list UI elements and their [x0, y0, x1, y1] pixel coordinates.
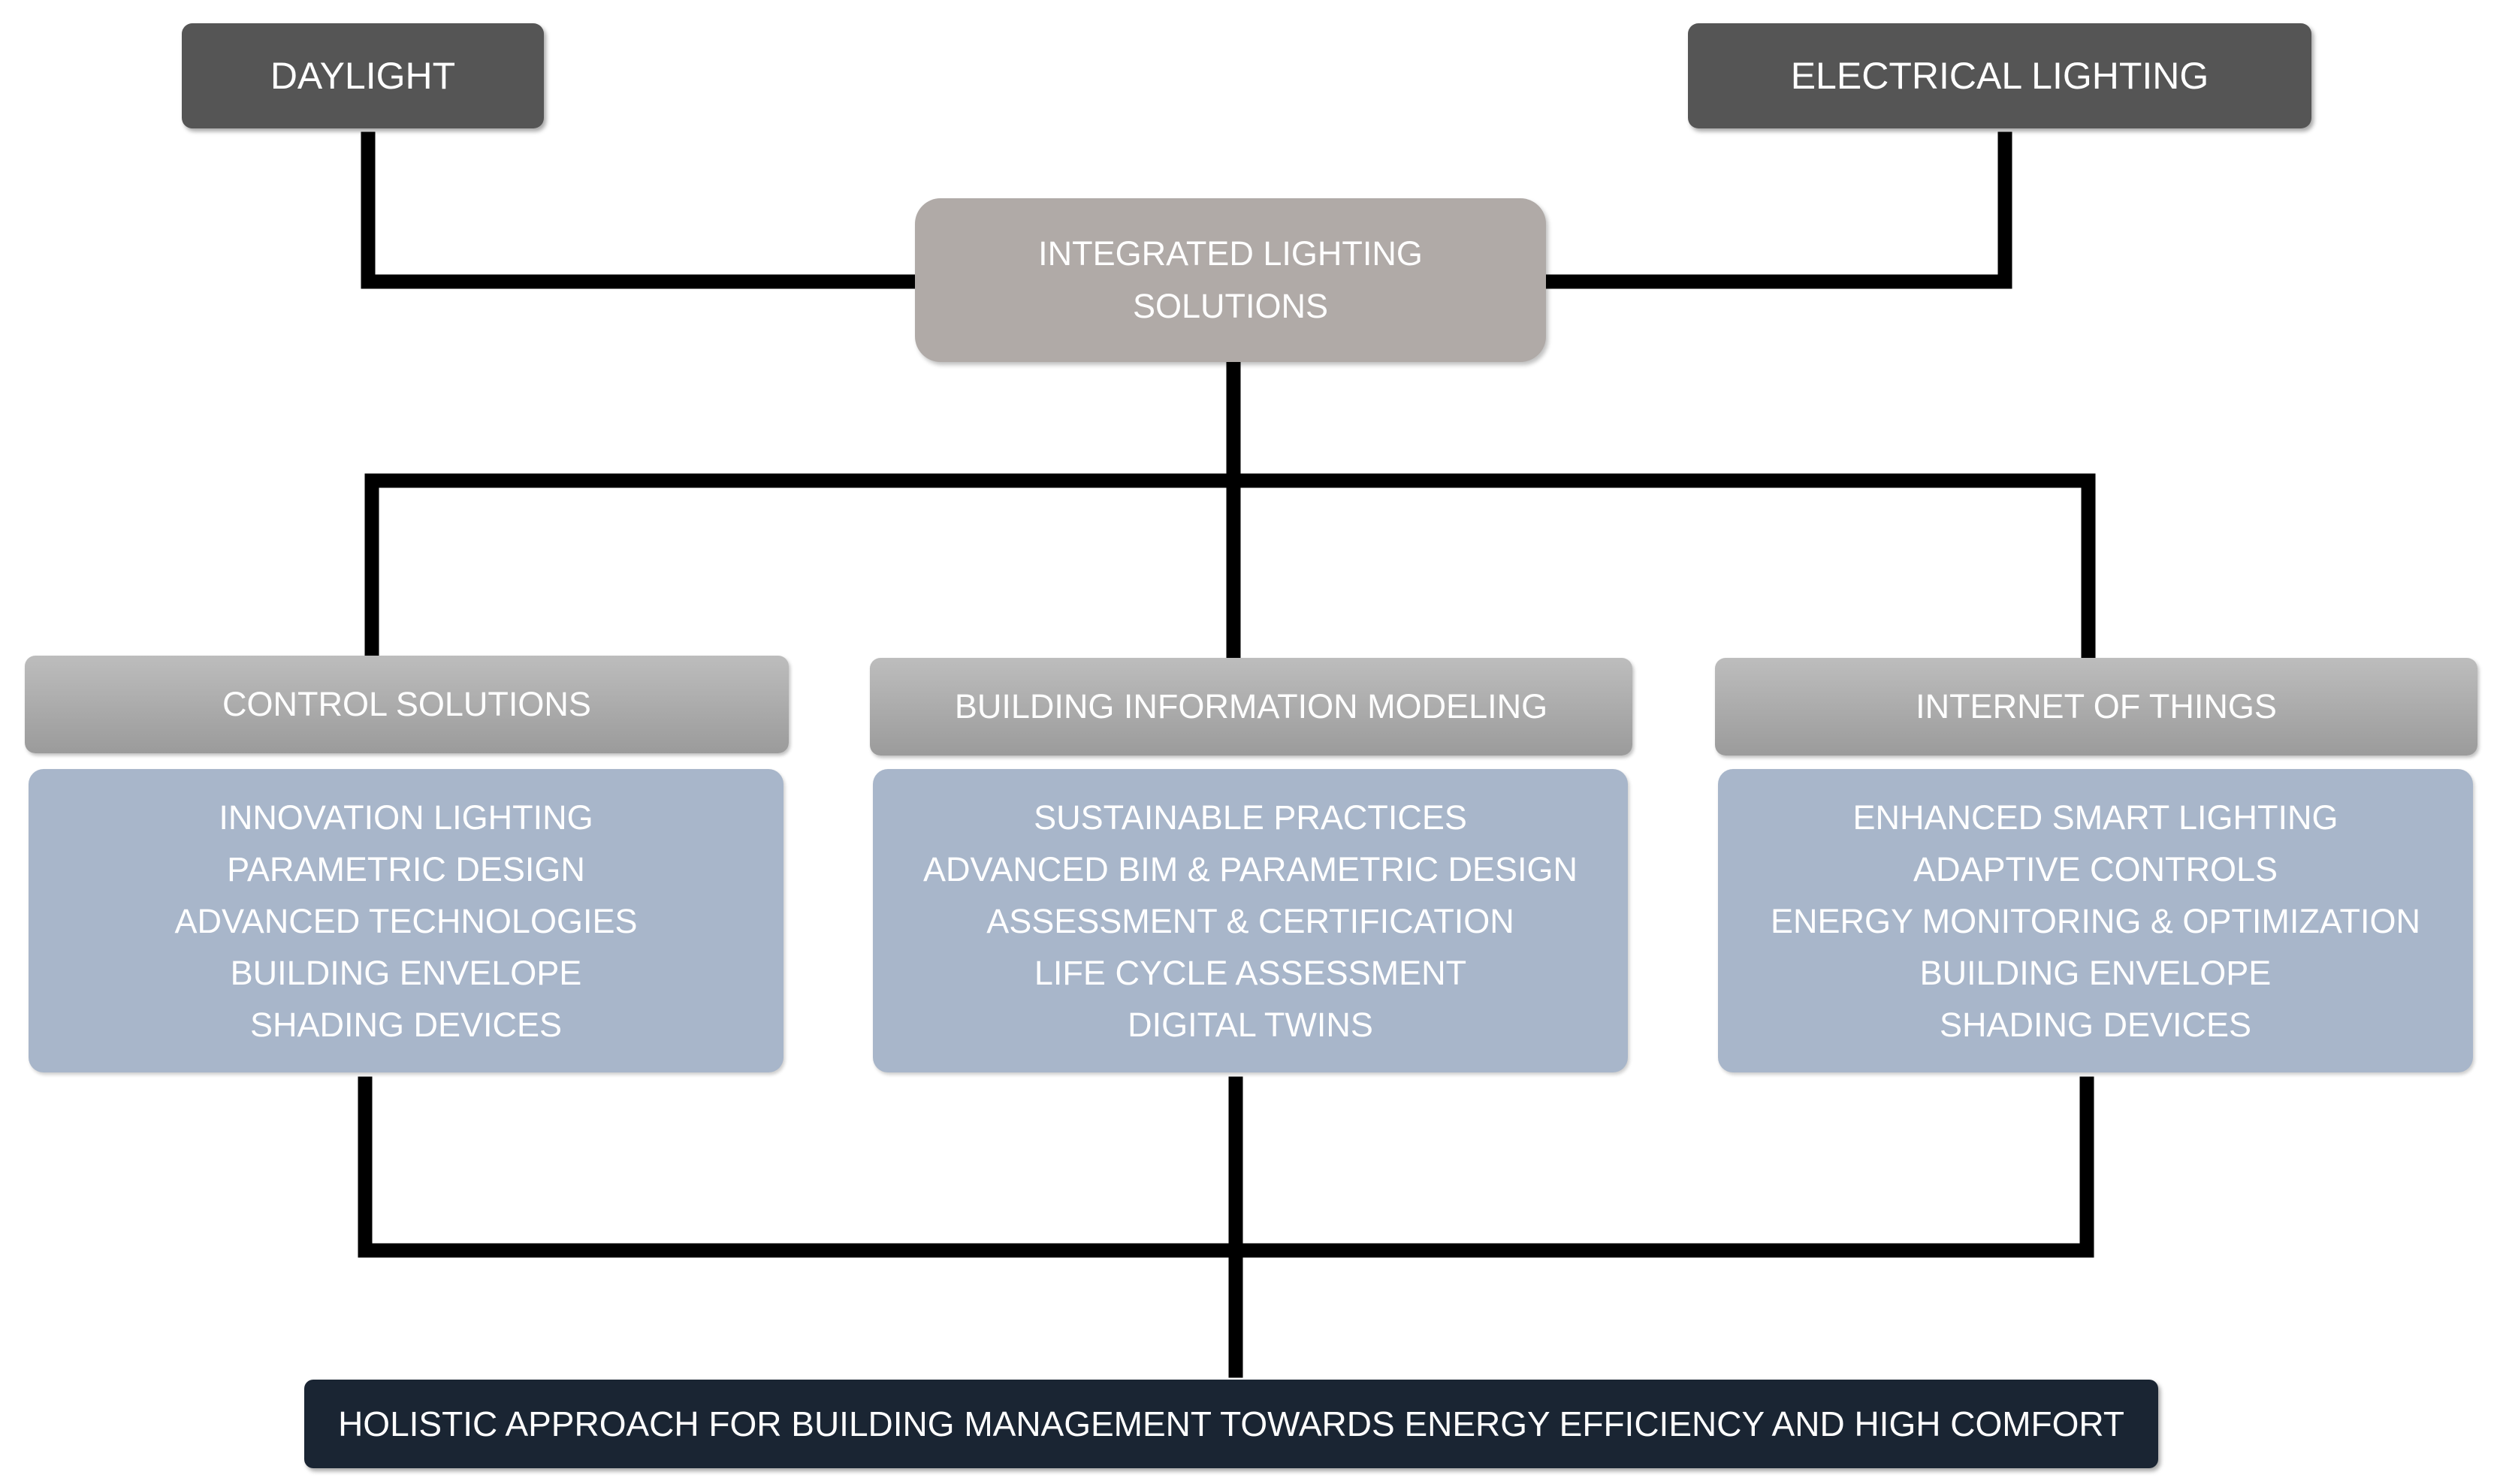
list-item: ASSESSMENT & CERTIFICATION: [986, 901, 1514, 940]
list-item: BUILDING ENVELOPE: [1919, 953, 2272, 992]
bim-list: SUSTAINABLE PRACTICES ADVANCED BIM & PAR…: [873, 769, 1628, 1072]
connector-daylight: [361, 131, 928, 289]
integrated-lighting-line1: INTEGRATED LIGHTING: [1038, 234, 1423, 273]
control-solutions-list: INNOVATION LIGHTING PARAMETRIC DESIGN AD…: [29, 769, 784, 1072]
connector-merge-bottom: [358, 1076, 2094, 1258]
integrated-lighting-line2: SOLUTIONS: [1132, 287, 1329, 325]
electrical-lighting-label: ELECTRICAL LIGHTING: [1790, 55, 2209, 97]
connector-electrical: [1538, 131, 2012, 289]
list-item: ADAPTIVE CONTROLS: [1913, 849, 2278, 888]
column-header-label: INTERNET OF THINGS: [1916, 687, 2277, 725]
connector-branch-top: [364, 473, 2096, 665]
list-item: SUSTAINABLE PRACTICES: [1034, 798, 1467, 837]
list-item: SHADING DEVICES: [1939, 1005, 2252, 1044]
holistic-approach-box: HOLISTIC APPROACH FOR BUILDING MANAGEMEN…: [304, 1380, 2158, 1468]
holistic-approach-label: HOLISTIC APPROACH FOR BUILDING MANAGEMEN…: [338, 1404, 2124, 1443]
list-item: DIGITAL TWINS: [1128, 1005, 1373, 1044]
list-item: INNOVATION LIGHTING: [219, 798, 593, 837]
list-item: SHADING DEVICES: [249, 1005, 563, 1044]
list-item: ENHANCED SMART LIGHTING: [1852, 798, 2338, 837]
column-header-label: BUILDING INFORMATION MODELING: [954, 687, 1548, 725]
column-header-label: CONTROL SOLUTIONS: [222, 685, 591, 723]
list-item: PARAMETRIC DESIGN: [227, 849, 585, 888]
bim-header: BUILDING INFORMATION MODELING: [870, 658, 1632, 756]
daylight-label: DAYLIGHT: [270, 55, 456, 97]
iot-header: INTERNET OF THINGS: [1715, 658, 2477, 756]
list-item: BUILDING ENVELOPE: [230, 953, 582, 992]
list-item: ADVANCED TECHNOLOGIES: [174, 901, 638, 940]
list-item: ADVANCED BIM & PARAMETRIC DESIGN: [923, 849, 1578, 888]
list-item: LIFE CYCLE ASSESSMENT: [1034, 953, 1467, 992]
electrical-lighting-box: ELECTRICAL LIGHTING: [1688, 23, 2311, 128]
control-solutions-header: CONTROL SOLUTIONS: [25, 656, 789, 753]
integrated-lighting-box: INTEGRATED LIGHTING SOLUTIONS: [915, 198, 1546, 362]
daylight-box: DAYLIGHT: [182, 23, 544, 128]
iot-list: ENHANCED SMART LIGHTING ADAPTIVE CONTROL…: [1718, 769, 2473, 1072]
list-item: ENERGY MONITORING & OPTIMIZATION: [1770, 901, 2421, 940]
